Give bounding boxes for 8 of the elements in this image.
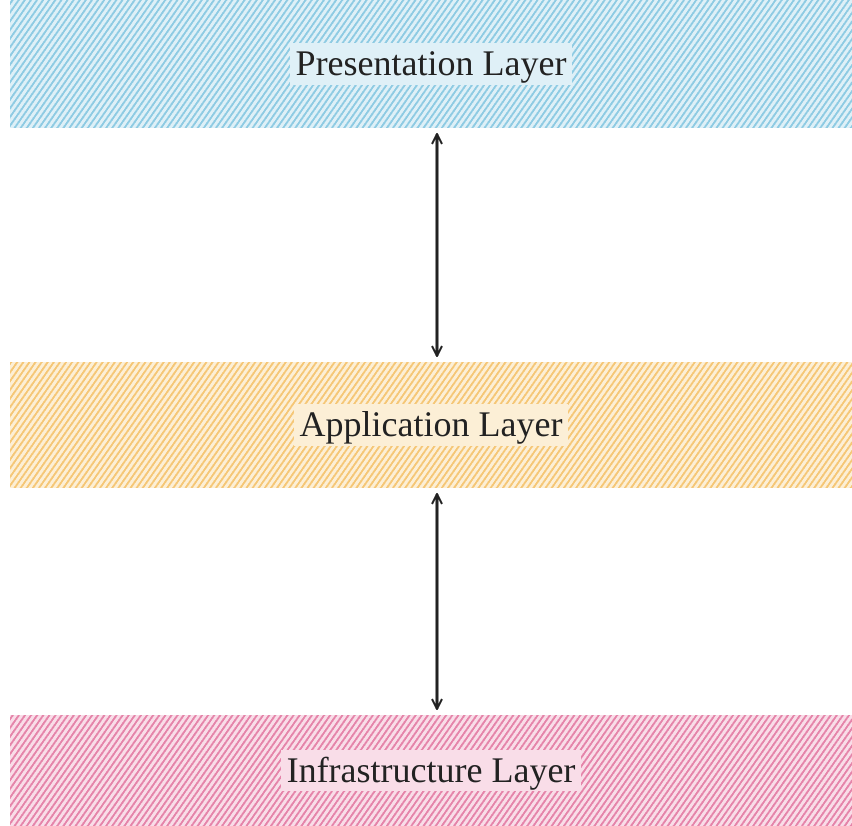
layer-label: Presentation Layer [290, 43, 572, 85]
layer-band [10, 715, 852, 826]
double-arrow [431, 493, 443, 710]
layer-label: Infrastructure Layer [280, 750, 582, 792]
layer-band [10, 0, 852, 128]
layer-band [10, 362, 852, 488]
double-arrow [431, 133, 443, 357]
layer-label: Application Layer [294, 404, 568, 446]
